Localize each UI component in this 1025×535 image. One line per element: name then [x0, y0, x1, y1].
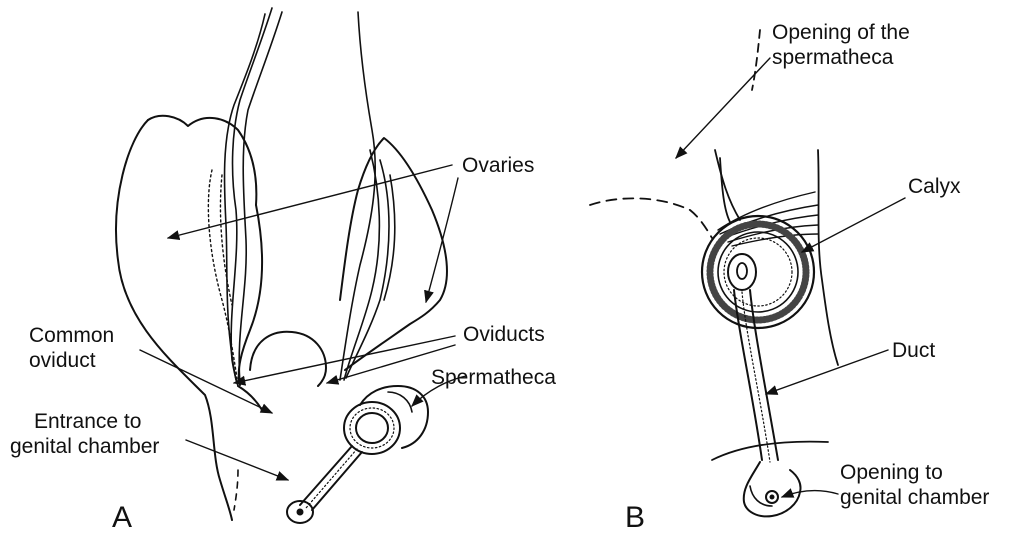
leader-ovaries-right [426, 178, 458, 302]
calyx-opening-outer [728, 254, 756, 290]
label-duct: Duct [892, 338, 935, 363]
panel-letter-b: B [625, 502, 645, 534]
spermatheca-a-duct [300, 446, 362, 510]
label-opening-of-spermatheca: Opening of the spermatheca [772, 20, 910, 70]
leader-opening-spermatheca [676, 58, 770, 158]
leader-opening-genital [782, 490, 838, 497]
label-spermatheca: Spermatheca [431, 365, 556, 390]
left-dashed-tail [234, 470, 238, 510]
tissue-right-edge [818, 150, 838, 365]
leader-entrance [186, 440, 288, 480]
label-common-oviduct-line2: oviduct [29, 348, 114, 373]
panel-b-drawing [590, 30, 838, 516]
label-common-oviduct: Common oviduct [29, 323, 114, 373]
left-ovary [116, 120, 232, 520]
calyx-opening-inner [737, 263, 747, 279]
label-opening-to-genital-chamber: Opening to genital chamber [840, 460, 989, 510]
spermatheca-a-calyx-inner [356, 413, 388, 443]
panel-a-drawing [116, 8, 447, 523]
label-opening-genital-line1: Opening to [840, 460, 989, 485]
body-wall-right [715, 150, 740, 220]
panel-letter-a: A [112, 502, 132, 534]
label-oviducts: Oviducts [463, 322, 545, 347]
right-ovariole-3 [346, 160, 389, 378]
label-opening-spermatheca-line1: Opening of the [772, 20, 910, 45]
calyx-inner [718, 232, 798, 312]
label-entrance-line1: Entrance to [10, 409, 159, 434]
body-wall-dashed [590, 198, 712, 238]
body-wall-arc [720, 158, 730, 222]
leader-duct [766, 350, 888, 394]
left-ovariole-1 [231, 8, 272, 386]
label-calyx: Calyx [908, 174, 961, 199]
body-lower-arc [712, 442, 828, 460]
left-ovariole-3 [224, 14, 265, 380]
label-entrance-line2: genital chamber [10, 434, 159, 459]
label-entrance-genital-chamber: Entrance to genital chamber [10, 409, 159, 459]
left-ovariole-2 [239, 12, 282, 384]
spermatheca-a-duct-dots [306, 449, 357, 508]
genital-opening-dot [770, 495, 775, 500]
label-opening-genital-line2: genital chamber [840, 485, 989, 510]
label-opening-spermatheca-line2: spermatheca [772, 45, 910, 70]
dashed-top [752, 30, 760, 90]
label-common-oviduct-line1: Common [29, 323, 114, 348]
label-ovaries: Ovaries [462, 153, 534, 178]
left-ovariole-dotted [208, 170, 238, 384]
genital-hook [744, 462, 801, 516]
spermatheca-a-cap [360, 386, 428, 448]
left-ovary-top [148, 116, 256, 205]
spermatheca-a-opening-dot [297, 509, 304, 516]
leader-lines [140, 58, 905, 497]
left-ovary-right-edge [239, 205, 262, 385]
